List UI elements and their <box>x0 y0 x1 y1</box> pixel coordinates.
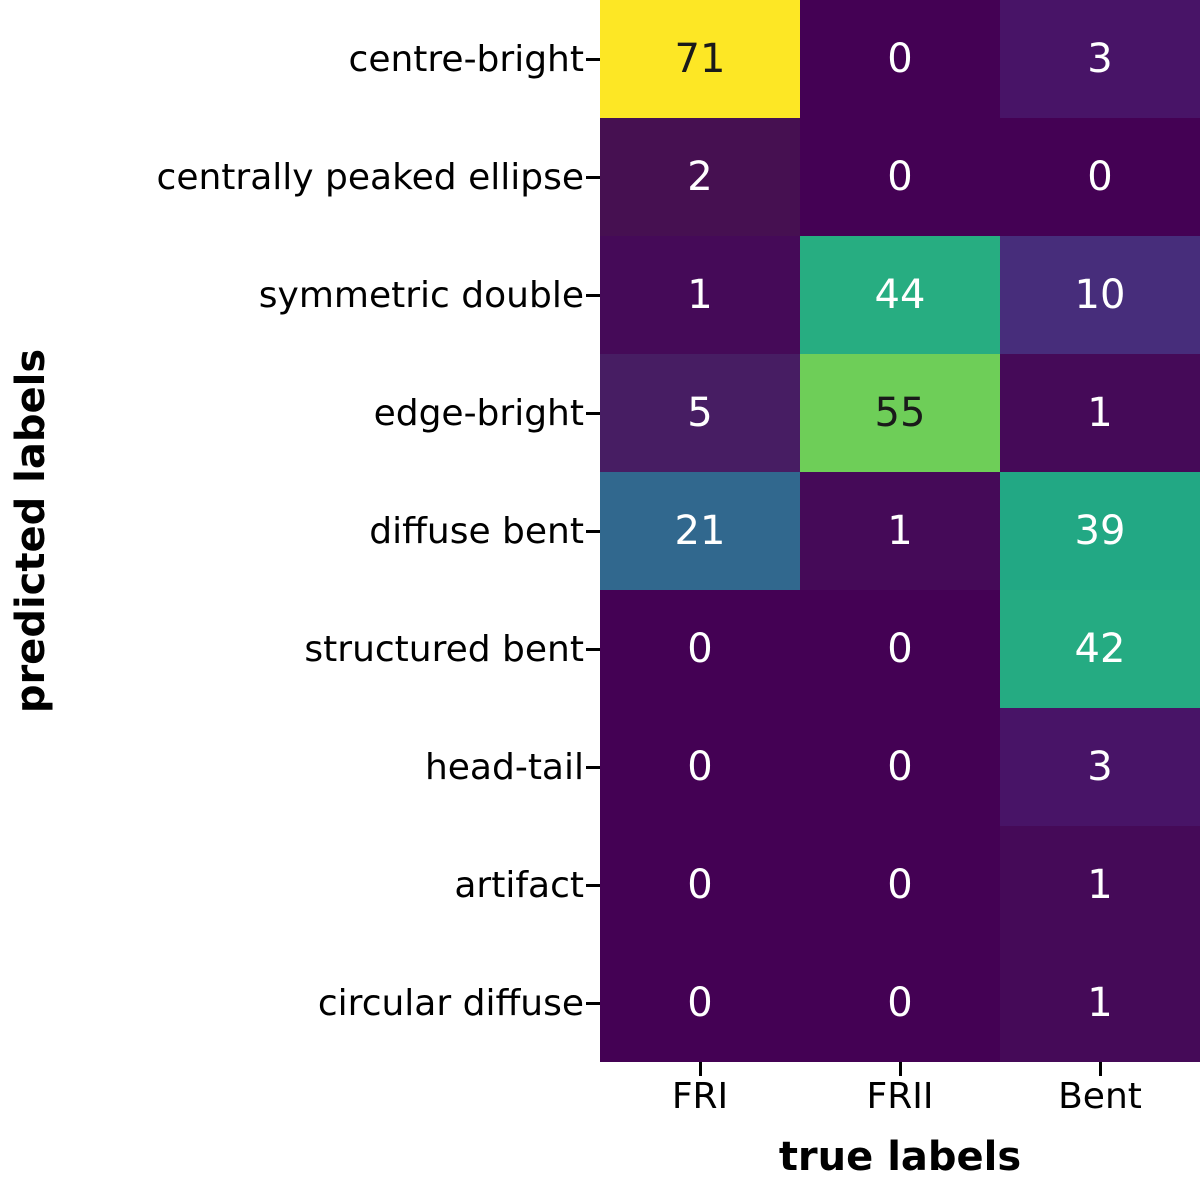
heatmap-cell-value: 39 <box>1074 508 1126 554</box>
y-tick-mark <box>586 1001 600 1005</box>
y-tick-label: centre-bright <box>348 38 584 80</box>
heatmap-cell-value: 1 <box>1087 980 1113 1026</box>
heatmap-cell: 5 <box>600 354 800 472</box>
heatmap-cell-value: 42 <box>1074 626 1126 672</box>
heatmap-cell: 42 <box>1000 590 1200 708</box>
y-tick-label: symmetric double <box>258 274 584 316</box>
heatmap-cell-value: 3 <box>1087 744 1113 790</box>
heatmap-cell-value: 0 <box>887 626 913 672</box>
x-tick-label: FRI <box>671 1076 729 1117</box>
heatmap-cell: 0 <box>600 944 800 1062</box>
heatmap-cell: 10 <box>1000 236 1200 354</box>
heatmap-cell: 0 <box>800 826 1000 944</box>
y-tick-mark <box>586 765 600 769</box>
heatmap-cell-value: 10 <box>1074 272 1126 318</box>
heatmap-cell: 1 <box>1000 826 1200 944</box>
heatmap-cell-value: 0 <box>1087 154 1113 200</box>
x-axis-title: true labels <box>600 1134 1200 1190</box>
heatmap-cell: 71 <box>600 0 800 118</box>
heatmap-cell: 21 <box>600 472 800 590</box>
heatmap-cell: 1 <box>600 236 800 354</box>
heatmap-cell-value: 44 <box>874 272 926 318</box>
heatmap-cell-value: 0 <box>687 744 713 790</box>
heatmap-cell-value: 0 <box>687 980 713 1026</box>
heatmap-cell-value: 1 <box>687 272 713 318</box>
x-axis-tick-marks <box>600 1062 1200 1076</box>
y-axis-tick-labels: centre-bright centrally peaked ellipse sym… <box>62 0 586 1062</box>
heatmap-cell-value: 0 <box>887 36 913 82</box>
heatmap-cell-value: 21 <box>674 508 726 554</box>
y-tick-mark <box>586 175 600 179</box>
heatmap-cell: 1 <box>1000 354 1200 472</box>
y-tick-label: diffuse bent <box>369 510 584 552</box>
y-tick-mark <box>586 57 600 61</box>
y-tick-label: edge-bright <box>373 392 584 434</box>
y-tick-label: centrally peaked ellipse <box>156 156 584 198</box>
y-tick-mark <box>586 411 600 415</box>
heatmap-cell-value: 0 <box>887 862 913 908</box>
x-tick-mark <box>1098 1062 1102 1076</box>
heatmap-cell: 1 <box>800 472 1000 590</box>
y-axis-title: predicted labels <box>0 0 62 1062</box>
y-tick-mark <box>586 293 600 297</box>
y-axis-tick-marks <box>586 0 600 1062</box>
heatmap-cell-value: 1 <box>1087 390 1113 436</box>
heatmap-cell-value: 1 <box>887 508 913 554</box>
y-tick-mark <box>586 529 600 533</box>
heatmap-cell-value: 0 <box>687 626 713 672</box>
heatmap-cell: 0 <box>600 708 800 826</box>
x-axis-title-text: true labels <box>778 1134 1022 1180</box>
y-axis-title-text: predicted labels <box>8 348 54 714</box>
heatmap-cell: 39 <box>1000 472 1200 590</box>
x-tick-label: FRII <box>866 1076 934 1117</box>
heatmap-cell: 2 <box>600 118 800 236</box>
y-tick-label: circular diffuse <box>317 982 584 1024</box>
heatmap-cell-value: 0 <box>887 154 913 200</box>
heatmap-cell-value: 1 <box>1087 862 1113 908</box>
y-tick-label: artifact <box>454 864 584 906</box>
heatmap-cell: 0 <box>800 944 1000 1062</box>
y-tick-mark <box>586 647 600 651</box>
heatmap-cell-value: 3 <box>1087 36 1113 82</box>
x-axis-tick-labels: FRI FRII Bent <box>600 1076 1200 1132</box>
x-tick-label: Bent <box>1058 1076 1142 1117</box>
heatmap-cell: 0 <box>1000 118 1200 236</box>
heatmap-cell-value: 55 <box>874 390 926 436</box>
y-tick-label: head-tail <box>424 746 584 788</box>
heatmap-cell: 55 <box>800 354 1000 472</box>
x-tick-mark <box>698 1062 702 1076</box>
y-tick-mark <box>586 883 600 887</box>
heatmap-cell: 0 <box>800 118 1000 236</box>
heatmap-cell: 0 <box>600 826 800 944</box>
x-tick-mark <box>898 1062 902 1076</box>
heatmap-cell-value: 0 <box>887 980 913 1026</box>
heatmap-cell: 0 <box>800 708 1000 826</box>
heatmap-cell-value: 5 <box>687 390 713 436</box>
heatmap-cell: 3 <box>1000 0 1200 118</box>
heatmap-cell-value: 0 <box>687 862 713 908</box>
heatmap-cell: 1 <box>1000 944 1200 1062</box>
heatmap-cell-value: 0 <box>887 744 913 790</box>
heatmap-cell: 44 <box>800 236 1000 354</box>
heatmap-cell: 0 <box>600 590 800 708</box>
heatmap-cell: 0 <box>800 590 1000 708</box>
heatmap-cell-value: 71 <box>674 36 726 82</box>
heatmap-cell-value: 2 <box>687 154 713 200</box>
heatmap-cell: 3 <box>1000 708 1200 826</box>
heatmap-cell: 0 <box>800 0 1000 118</box>
y-tick-label: structured bent <box>304 628 584 670</box>
